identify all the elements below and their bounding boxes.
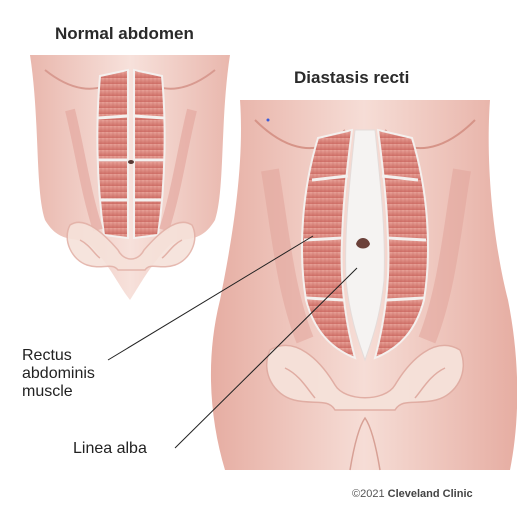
- stray-dot: [267, 119, 270, 122]
- rectus-label-line2: abdominis: [22, 365, 95, 383]
- rectus-label: Rectus abdominis muscle: [22, 347, 95, 401]
- copyright-org: Cleveland Clinic: [388, 488, 473, 500]
- linea-alba-label: Linea alba: [73, 440, 147, 458]
- normal-rectus-left: [97, 70, 128, 238]
- rectus-label-line3: muscle: [22, 383, 95, 401]
- copyright-credit: ©2021 Cleveland Clinic: [352, 488, 473, 500]
- copyright-year: ©2021: [352, 488, 385, 500]
- normal-abdomen-title: Normal abdomen: [55, 24, 194, 44]
- rectus-label-line1: Rectus: [22, 347, 95, 365]
- diastasis-recti-figure: [211, 100, 517, 470]
- diastasis-recti-title: Diastasis recti: [294, 68, 409, 88]
- normal-rectus-right: [134, 70, 165, 238]
- normal-abdomen-figure: [30, 55, 230, 300]
- normal-navel: [128, 160, 134, 164]
